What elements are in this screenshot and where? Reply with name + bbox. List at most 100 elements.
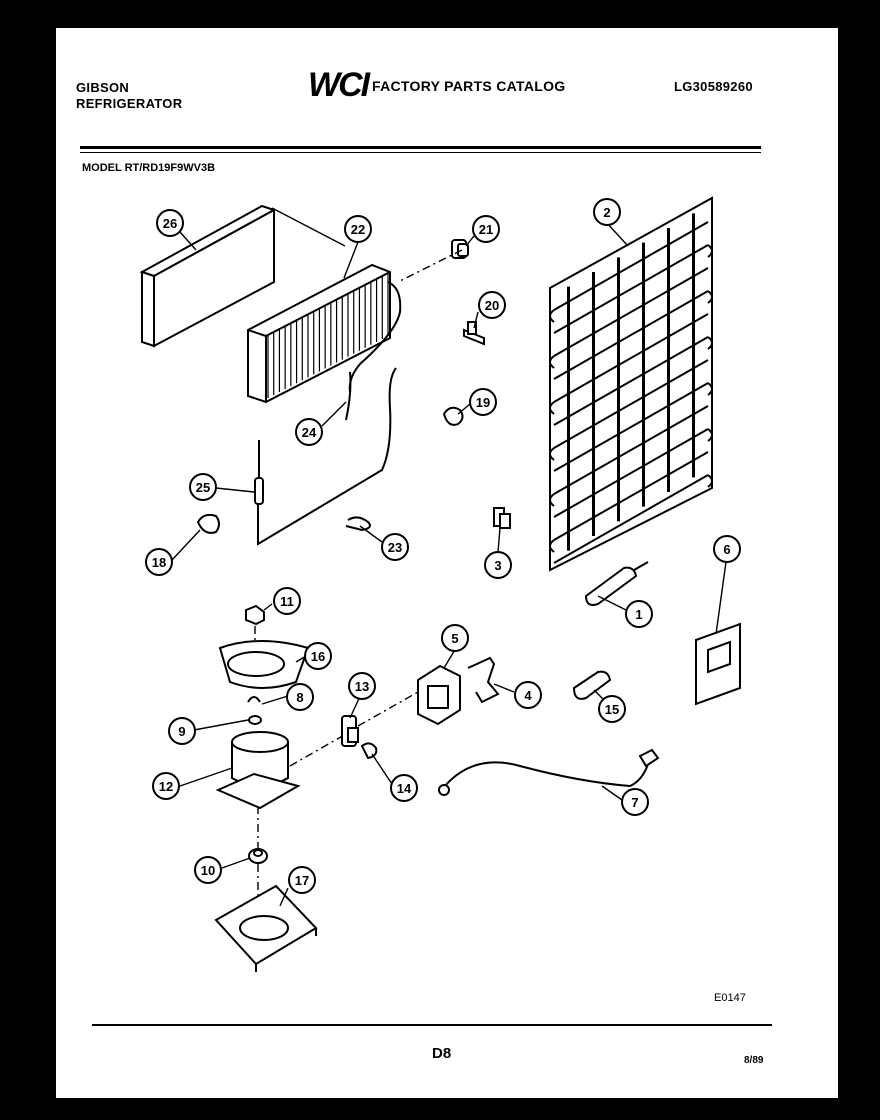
- header-rule-bottom: [80, 152, 761, 153]
- callout-4: 4: [514, 681, 542, 709]
- svg-text:1: 1: [635, 607, 642, 622]
- svg-text:12: 12: [159, 779, 173, 794]
- part-4-clip: [467, 656, 500, 704]
- callout-17: 17: [288, 866, 316, 894]
- callout-1: 1: [625, 600, 653, 628]
- catalog-date: 8/89: [744, 1055, 764, 1066]
- callout-19: 19: [469, 388, 497, 416]
- evaporator-bend: [707, 336, 713, 350]
- part-24-tube: [345, 371, 352, 421]
- svg-text:5: 5: [451, 631, 458, 646]
- svg-text:23: 23: [388, 540, 402, 555]
- evaporator-tube: [553, 428, 709, 518]
- evaporator-tube: [553, 336, 709, 426]
- part-25-capillary-tube: [254, 367, 397, 546]
- part-22-condenser: [247, 263, 402, 404]
- callout-16: 16: [304, 642, 332, 670]
- svg-text:4: 4: [524, 688, 532, 703]
- evaporator-bend: [549, 493, 555, 507]
- callout-18: 18: [145, 548, 173, 576]
- callout-leaders: [171, 221, 727, 907]
- callout-2: 2: [593, 198, 621, 226]
- part-23-clip: [345, 516, 371, 532]
- callout-9: 9: [168, 717, 196, 745]
- evaporator-bend: [549, 401, 555, 415]
- evaporator-bend: [707, 382, 713, 396]
- evaporator-tube: [553, 290, 709, 380]
- svg-text:3: 3: [494, 558, 501, 573]
- svg-text:6: 6: [723, 542, 730, 557]
- evaporator-tube: [553, 474, 709, 564]
- part-20-bracket: [463, 321, 485, 346]
- evaporator-tube: [553, 313, 709, 403]
- catalog-title: FACTORY PARTS CATALOG: [372, 78, 566, 94]
- svg-text:14: 14: [397, 781, 412, 796]
- svg-text:16: 16: [311, 649, 325, 664]
- part-11-nut: [245, 604, 265, 626]
- callout-20: 20: [478, 291, 506, 319]
- brand-name: GIBSON: [76, 80, 130, 95]
- drawing-code: E0147: [714, 992, 746, 1004]
- callout-14: 14: [390, 774, 418, 802]
- callout-24: 24: [295, 418, 323, 446]
- callout-26: 26: [156, 209, 184, 237]
- part-13-overload-protector: [341, 715, 359, 747]
- callout-22: 22: [344, 215, 372, 243]
- callout-25: 25: [189, 473, 217, 501]
- svg-text:17: 17: [295, 873, 309, 888]
- part-12-compressor: [215, 731, 347, 810]
- evaporator-tube: [553, 451, 709, 541]
- svg-text:26: 26: [163, 216, 177, 231]
- evaporator-tube: [553, 267, 709, 357]
- part-8-clip: [247, 696, 261, 703]
- part-16-compressor-cover: [218, 640, 310, 689]
- callout-11: 11: [273, 587, 301, 615]
- callout-5: 5: [441, 624, 469, 652]
- footer-rule: [92, 1024, 772, 1026]
- part-6-mounting-bracket: [695, 622, 741, 706]
- evaporator-bend: [549, 447, 555, 461]
- part-18-cap: [196, 513, 220, 534]
- callout-7: 7: [621, 788, 649, 816]
- svg-text:9: 9: [178, 724, 185, 739]
- svg-text:8: 8: [296, 690, 303, 705]
- part-14-terminal-cover: [360, 742, 378, 760]
- part-26-cover-panel: [139, 204, 277, 348]
- callout-6: 6: [713, 535, 741, 563]
- callout-3: 3: [484, 551, 512, 579]
- callout-12: 12: [152, 772, 180, 800]
- part-17-base-plate: [214, 884, 318, 972]
- evaporator-tube: [553, 382, 709, 472]
- evaporator-bend: [549, 309, 555, 323]
- evaporator-bend: [707, 474, 713, 488]
- evaporator-tube: [553, 405, 709, 495]
- callout-13: 13: [348, 672, 376, 700]
- evaporator-bend: [549, 355, 555, 369]
- svg-text:7: 7: [631, 795, 638, 810]
- svg-text:19: 19: [476, 395, 490, 410]
- svg-text:2: 2: [603, 205, 610, 220]
- part-19-grommet: [442, 406, 464, 426]
- part-10-grommet: [248, 848, 268, 864]
- callout-23: 23: [381, 533, 409, 561]
- part-15-start-capacitor: [572, 670, 612, 700]
- part-5-relay: [417, 664, 461, 726]
- evaporator-bend: [549, 539, 555, 553]
- svg-text:11: 11: [280, 594, 294, 609]
- evaporator-tube: [553, 221, 709, 311]
- evaporator-bend: [707, 290, 713, 304]
- svg-text:21: 21: [479, 222, 493, 237]
- evaporator-bend: [707, 428, 713, 442]
- part-2-evaporator: [549, 196, 713, 572]
- callout-10: 10: [194, 856, 222, 884]
- part-1-thermostat: [584, 561, 649, 606]
- evaporator-bend: [707, 244, 713, 258]
- part-9-washer: [248, 715, 262, 725]
- callout-15: 15: [598, 695, 626, 723]
- product-type: REFRIGERATOR: [76, 96, 183, 111]
- model-label: MODEL RT/RD19F9WV3B: [82, 162, 216, 174]
- catalog-number: LG30589260: [674, 79, 753, 94]
- svg-text:15: 15: [605, 702, 619, 717]
- svg-text:25: 25: [196, 480, 210, 495]
